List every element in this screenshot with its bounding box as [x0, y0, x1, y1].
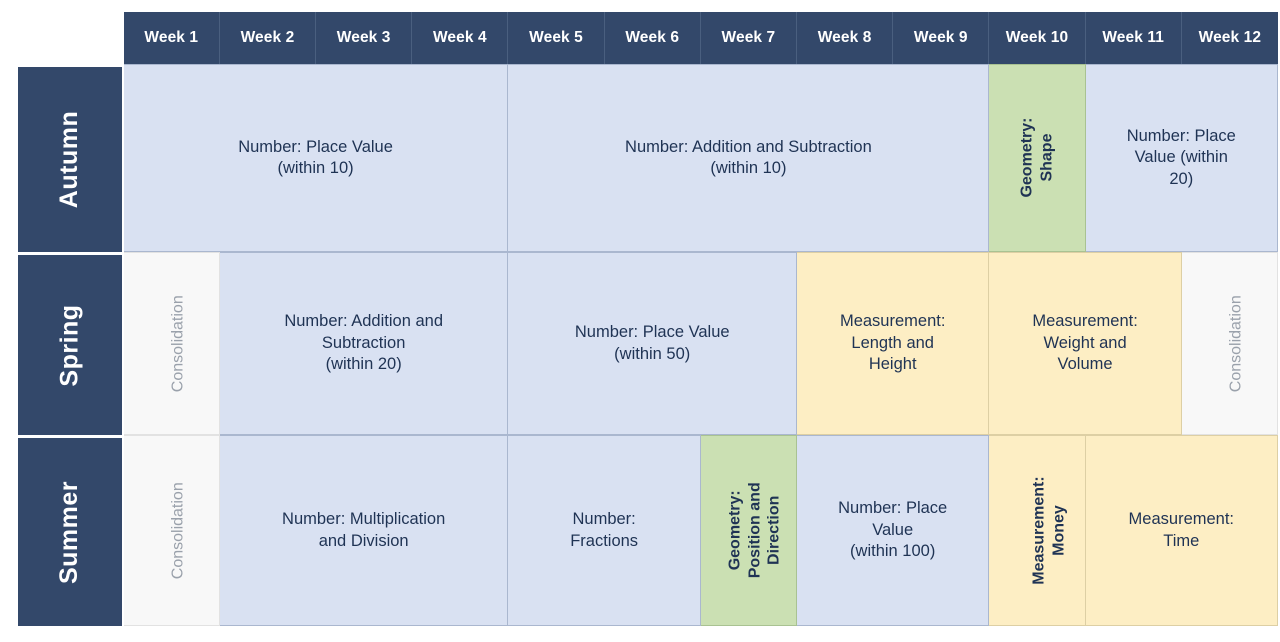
week-header-10: Week 10 [989, 12, 1086, 64]
season-label-summer: Summer [18, 435, 124, 626]
topic-cell[interactable]: Consolidation [123, 435, 220, 626]
topic-cell[interactable]: Consolidation [1181, 252, 1278, 435]
week-header-11: Week 11 [1085, 12, 1182, 64]
topic-cell[interactable]: Consolidation [123, 252, 220, 435]
topic-cell-label: Number: Place Value(within 10) [238, 137, 393, 177]
corner-blank-cell [18, 12, 124, 64]
topic-cell-label: Number: Addition and Subtraction(within … [625, 137, 872, 177]
topic-cell[interactable]: Geometry:Shape [989, 64, 1086, 252]
week-header-6: Week 6 [604, 12, 701, 64]
week-header-1: Week 1 [123, 12, 220, 64]
topic-cell[interactable]: Number: Place Value(within 50) [508, 252, 797, 435]
topic-cell[interactable]: Number: Addition and Subtraction(within … [508, 64, 990, 252]
table-body: Autumn Number: Place Value(within 10) Numb… [18, 64, 1278, 626]
season-label-autumn: Autumn [18, 64, 124, 252]
topic-cell-label: Measurement:Time [1128, 510, 1235, 550]
term-row-autumn: Autumn Number: Place Value(within 10) Numb… [18, 64, 1278, 252]
season-label-text: Autumn [55, 110, 84, 209]
topic-cell[interactable]: Number:Fractions [508, 435, 701, 626]
topic-cell-label: Geometry:Shape [1018, 117, 1055, 198]
week-header-7: Week 7 [700, 12, 797, 64]
week-header-2: Week 2 [219, 12, 317, 64]
term-row-summer: Summer Consolidation Number: Multiplicatio… [18, 435, 1278, 626]
week-header-9: Week 9 [893, 12, 990, 64]
topic-cell-label: Measurement:Money [1031, 475, 1068, 585]
week-header-4: Week 4 [412, 12, 509, 64]
week-header-12: Week 12 [1181, 12, 1278, 64]
week-header-5: Week 5 [508, 12, 605, 64]
season-label-text: Summer [55, 480, 84, 584]
week-header-8: Week 8 [797, 12, 894, 64]
topic-cell[interactable]: Number: Place Value(within 10) [123, 64, 509, 252]
topic-cell-label: Consolidation [169, 295, 187, 393]
season-label-spring: Spring [18, 252, 124, 435]
week-header-3: Week 3 [316, 12, 413, 64]
topic-cell[interactable]: Measurement:Time [1085, 435, 1278, 626]
topic-cell-label: Consolidation [1227, 295, 1245, 393]
season-label-text: Spring [55, 303, 84, 387]
topic-cell-label: Consolidation [169, 482, 187, 580]
topic-cell-label: Number:Fractions [570, 510, 639, 550]
topic-cell-label: Number: Place Value(within 50) [574, 323, 730, 363]
topic-cell[interactable]: Measurement:Money [989, 435, 1086, 626]
